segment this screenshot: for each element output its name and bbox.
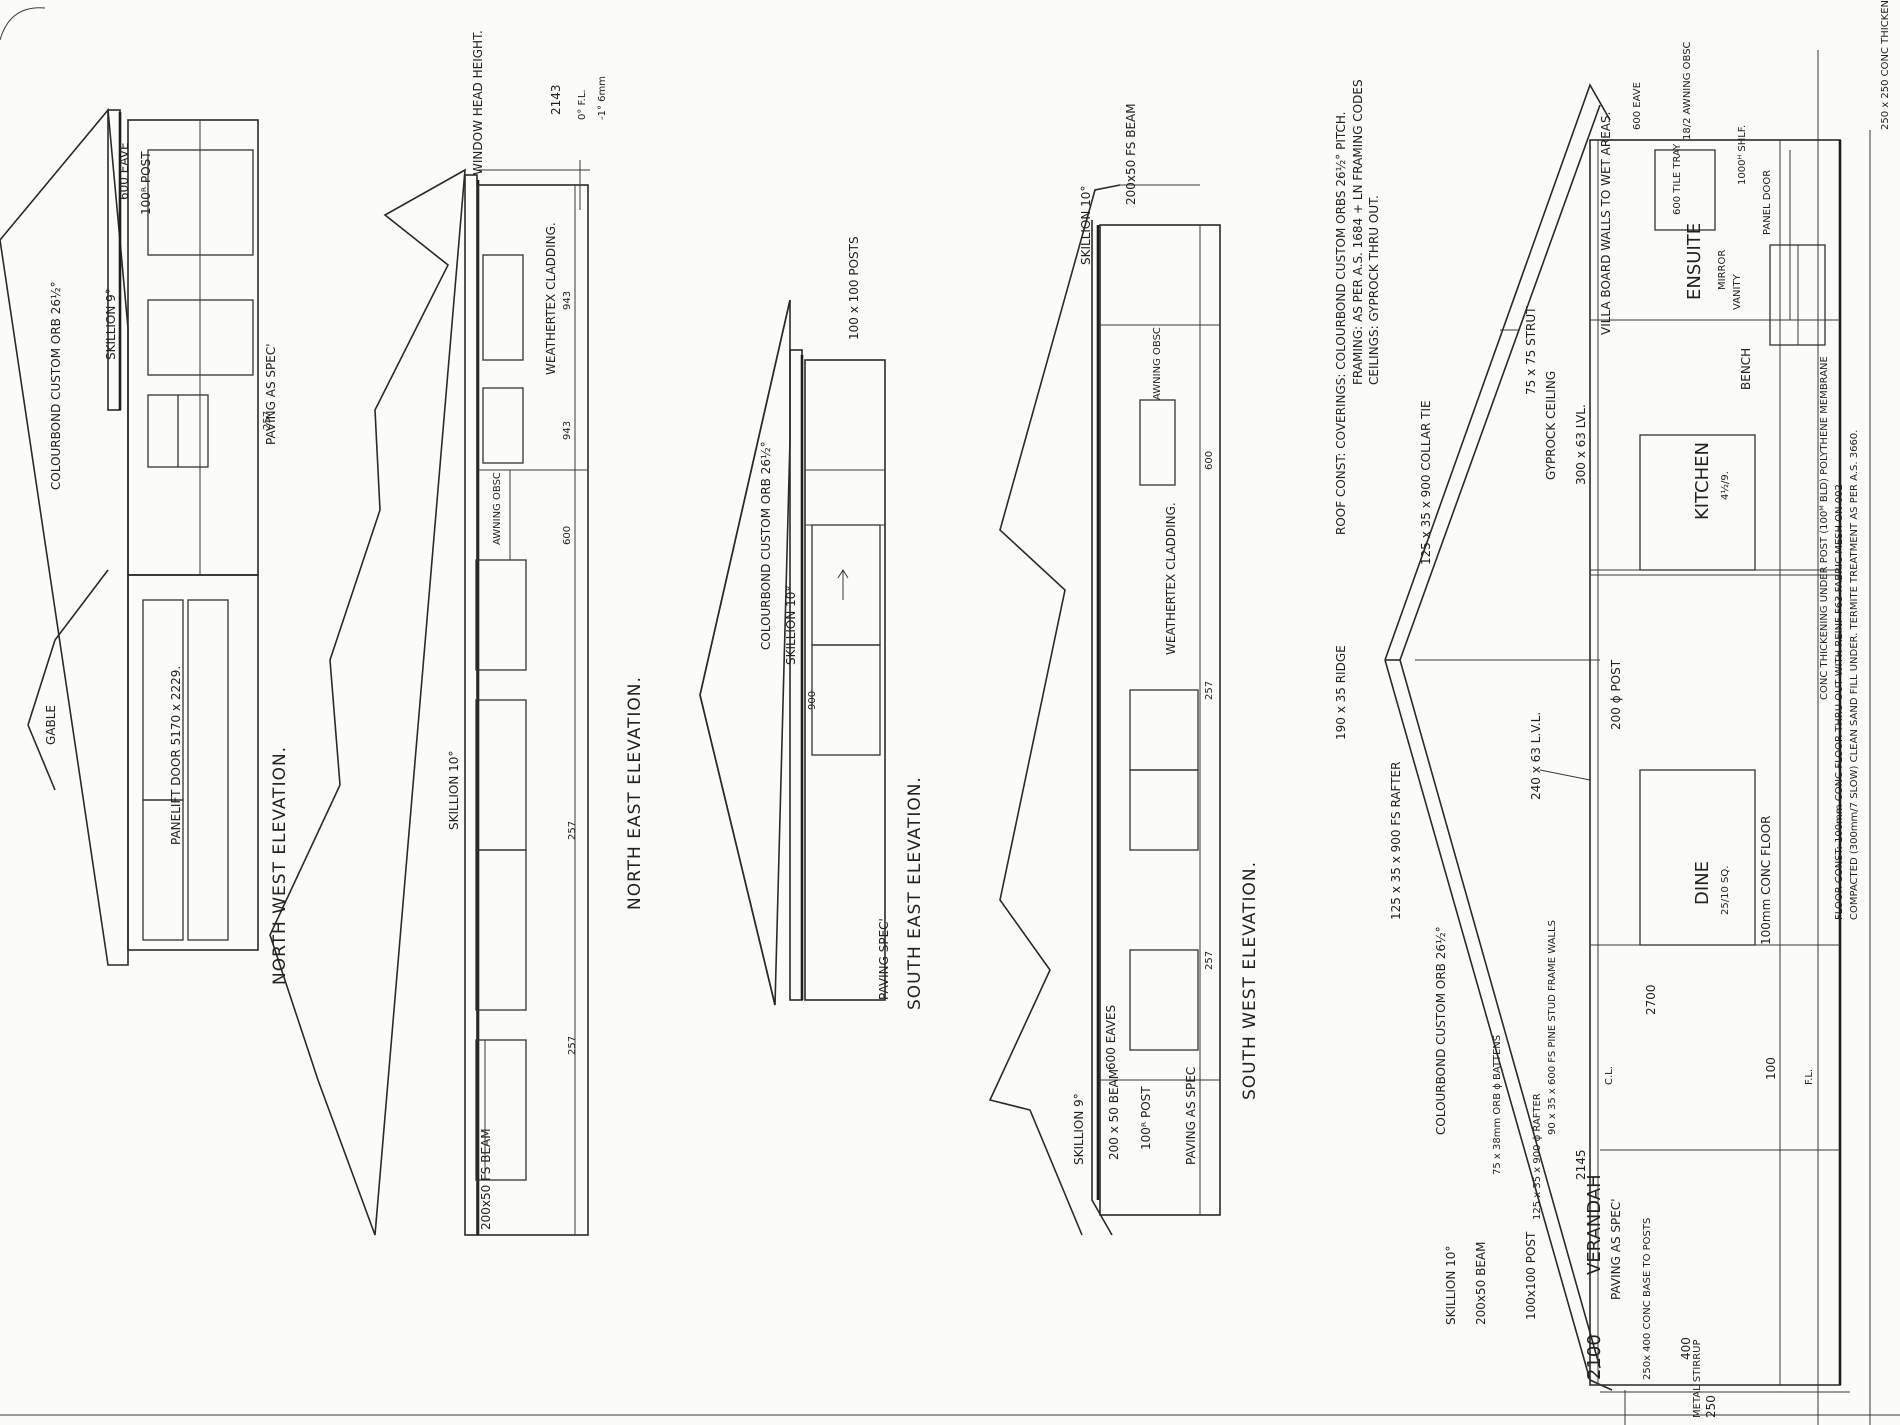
nw-title: NORTH WEST ELEVATION. (270, 746, 290, 985)
slab-label: 100mm CONC FLOOR (1759, 816, 1773, 945)
bench-label: BENCH (1739, 348, 1753, 390)
ne-cladding-label: WEATHERTEX CLADDING. (544, 222, 558, 375)
dine-dim: 25/10 SQ. (1720, 866, 1731, 915)
se-roof-label: COLOURBOND CUSTOM ORB 26½° (759, 441, 773, 650)
ne-skillion-label: SKILLION 10° (447, 751, 461, 830)
roof-const-note-3: CEILINGS: GYPROCK THRU OUT. (1367, 195, 1381, 385)
nw-dim-label: 257 (262, 411, 273, 430)
sw-skillion-bottom-label: SKILLION 9° (1072, 1093, 1086, 1165)
se-dim-900: 900 (807, 691, 818, 710)
eave-label: 600 EAVE (1632, 82, 1643, 130)
villaboard-label: VILLA BOARD WALLS TO WET AREAS. (1599, 112, 1613, 335)
ne-minus-level: -1° 6mm (597, 76, 608, 120)
dim-2100: 2100 (1584, 1334, 1605, 1380)
ne-dim-943a: 943 (562, 291, 573, 310)
floor-const-note-2: COMPACTED (300mm/7 SLOW) CLEAN SAND FILL… (1849, 430, 1860, 920)
sw-skillion-top-label: SKILLION 10° (1079, 186, 1093, 265)
section-skillion-label: SKILLION 10° (1444, 1246, 1458, 1325)
section-post-label: 100x100 POST (1524, 1231, 1538, 1320)
dim-2700: 2700 (1644, 984, 1658, 1015)
nw-gable-label: GABLE (44, 705, 58, 745)
roof-const-note-1: ROOF CONST: COVERINGS: COLOURBOND CUSTOM… (1334, 112, 1348, 536)
sw-dim-257b: 257 (1204, 951, 1215, 970)
sw-cladding-label: WEATHERTEX CLADDING. (1164, 502, 1178, 655)
nw-door-label: PANELIFT DOOR 5170 x 2229. (169, 666, 183, 845)
nw-paving-label: PAVING AS SPEC' (264, 343, 278, 445)
fl-label: F.L. (1804, 1069, 1815, 1085)
panel-door-label: PANEL DOOR (1762, 170, 1773, 235)
dine-label: DINE (1692, 861, 1713, 905)
metal-stirrup-label: METAL STIRRUP (1692, 1339, 1703, 1418)
sheet-corner (0, 7, 46, 41)
ne-beam-label: 200x50 FS BEAM (479, 1128, 493, 1230)
north-east-elevation: WINDOW HEAD HEIGHT. 2143 0° F.L. -1° 6mm… (269, 30, 645, 1236)
kitchen-dim: 4½/9. (1719, 471, 1731, 500)
strut-label: 75 x 75 STRUT (1524, 306, 1538, 395)
kitchen-label: KITCHEN (1692, 442, 1713, 520)
ne-title: NORTH EAST ELEVATION. (625, 676, 645, 910)
ne-dim-2143: 2143 (549, 84, 563, 115)
se-title: SOUTH EAST ELEVATION. (905, 776, 925, 1010)
ceiling-label: GYPROCK CEILING (1544, 371, 1558, 480)
south-east-elevation: 100 x 100 POSTS COLOURBOND CUSTOM ORB 26… (699, 236, 925, 1010)
nw-skillion-label: SKILLION 9° (104, 288, 118, 360)
cross-section: ROOF CONST: COVERINGS: COLOURBOND CUSTOM… (1334, 0, 1891, 1425)
sw-awning-label: AWNING OBSC (1152, 327, 1163, 400)
lvl-label: 300 x 63 LVL. (1574, 404, 1588, 485)
verandah-label: VERANDAH (1584, 1174, 1605, 1275)
ne-awning-label: AWNING OBSC (492, 472, 503, 545)
sw-eaves-label: 600 EAVES (1104, 1005, 1118, 1070)
dim-2145: 2145 (1574, 1149, 1588, 1180)
south-west-elevation: SKILLION 10° 200x50 FS BEAM AWNING OBSC … (988, 103, 1260, 1236)
ne-dim-943b: 943 (562, 421, 573, 440)
roof-custom-label: COLOURBOND CUSTOM ORB 26½° (1434, 926, 1448, 1135)
sw-title: SOUTH WEST ELEVATION. (1240, 861, 1260, 1100)
sw-beam-bottom-label: 200 x 50 BEAM (1107, 1069, 1121, 1160)
floor-const-note-3: CONC THICKENING UNDER POST (100ᴹ BLD) PO… (1819, 356, 1830, 700)
north-west-elevation: 600 EAVE 100ᴿ POST SKILLION 9° COLOURBON… (0, 108, 290, 985)
stud-label: 90 x 35 x 600 FS PINE STUD FRAME WALLS (1547, 920, 1558, 1135)
sw-dim-600: 600 (1204, 451, 1215, 470)
awning-section-label: 18/2 AWNING OBSC (1682, 41, 1693, 140)
sw-dim-257a: 257 (1204, 681, 1215, 700)
se-skillion-label: SKILLION 10° (784, 586, 798, 665)
post-label: 200 ɸ POST (1609, 659, 1623, 730)
ne-dim-257a: 257 (567, 821, 578, 840)
nw-post-label: 100ᴿ POST (139, 151, 153, 215)
floor-const-note-1: FLOOR CONST: 100mm CONC FLOOR THRU OUT W… (1834, 484, 1845, 920)
se-paving-label: PAVING SPEC' (877, 918, 891, 1000)
sw-paving-label: PAVING AS SPEC (1184, 1067, 1198, 1165)
roof-const-note-2: FRAMING: AS PER A.S. 1684 + LN FRAMING C… (1351, 79, 1365, 385)
mirror-label: MIRROR (1717, 250, 1728, 290)
cl-label: C.L. (1604, 1066, 1615, 1085)
dim-400: 400 (1679, 1337, 1693, 1360)
ensuite-label: ENSUITE (1684, 223, 1705, 300)
collar-tie-label: 125 x 35 x 900 COLLAR TIE (1419, 400, 1433, 565)
section-beam-label: 200x50 BEAM (1474, 1242, 1488, 1325)
shelf-label: 1000ᴴ SHLF. (1737, 125, 1748, 185)
nw-eave-label: 600 EAVE (117, 142, 131, 200)
section-paving-label: PAVING AS SPEC' (1609, 1198, 1623, 1300)
battens-label: 75 x 38mm ORB ɸ BATTENS (1492, 1035, 1503, 1175)
ne-dim-257b: 257 (567, 1036, 578, 1055)
lvl2-label: 240 x 63 L.V.L. (1529, 712, 1543, 800)
nw-roof-label: COLOURBOND CUSTOM ORB 26½° (49, 281, 63, 490)
se-posts-label: 100 x 100 POSTS (847, 236, 861, 340)
dim-250: 250 (1704, 1395, 1718, 1418)
ne-dim-600: 600 (562, 526, 573, 545)
base-label: 250x 400 CONC BASE TO POSTS (1642, 1218, 1653, 1380)
ridge-label: 190 x 35 RIDGE (1334, 645, 1348, 740)
vanity-label: VANITY (1732, 273, 1743, 310)
rafter-label: 125 x 35 x 900 ɸ RAFTER (1532, 1093, 1543, 1220)
thickening-label: 250 x 250 CONC THICKENING WITH F72 (1880, 0, 1891, 130)
tile-tray-label: 600 TILE TRAY (1672, 143, 1683, 215)
sw-beam-top-label: 200x50 FS BEAM (1124, 103, 1138, 205)
ne-head-height-label: WINDOW HEAD HEIGHT. (471, 30, 485, 175)
dim-100: 100 (1764, 1057, 1778, 1080)
ridge-rafter-label: 125 x 35 x 900 FS RAFTER (1389, 762, 1403, 920)
ne-fl-level: 0° F.L. (577, 89, 588, 120)
sw-post-label: 100ᴿ POST (1139, 1086, 1153, 1150)
